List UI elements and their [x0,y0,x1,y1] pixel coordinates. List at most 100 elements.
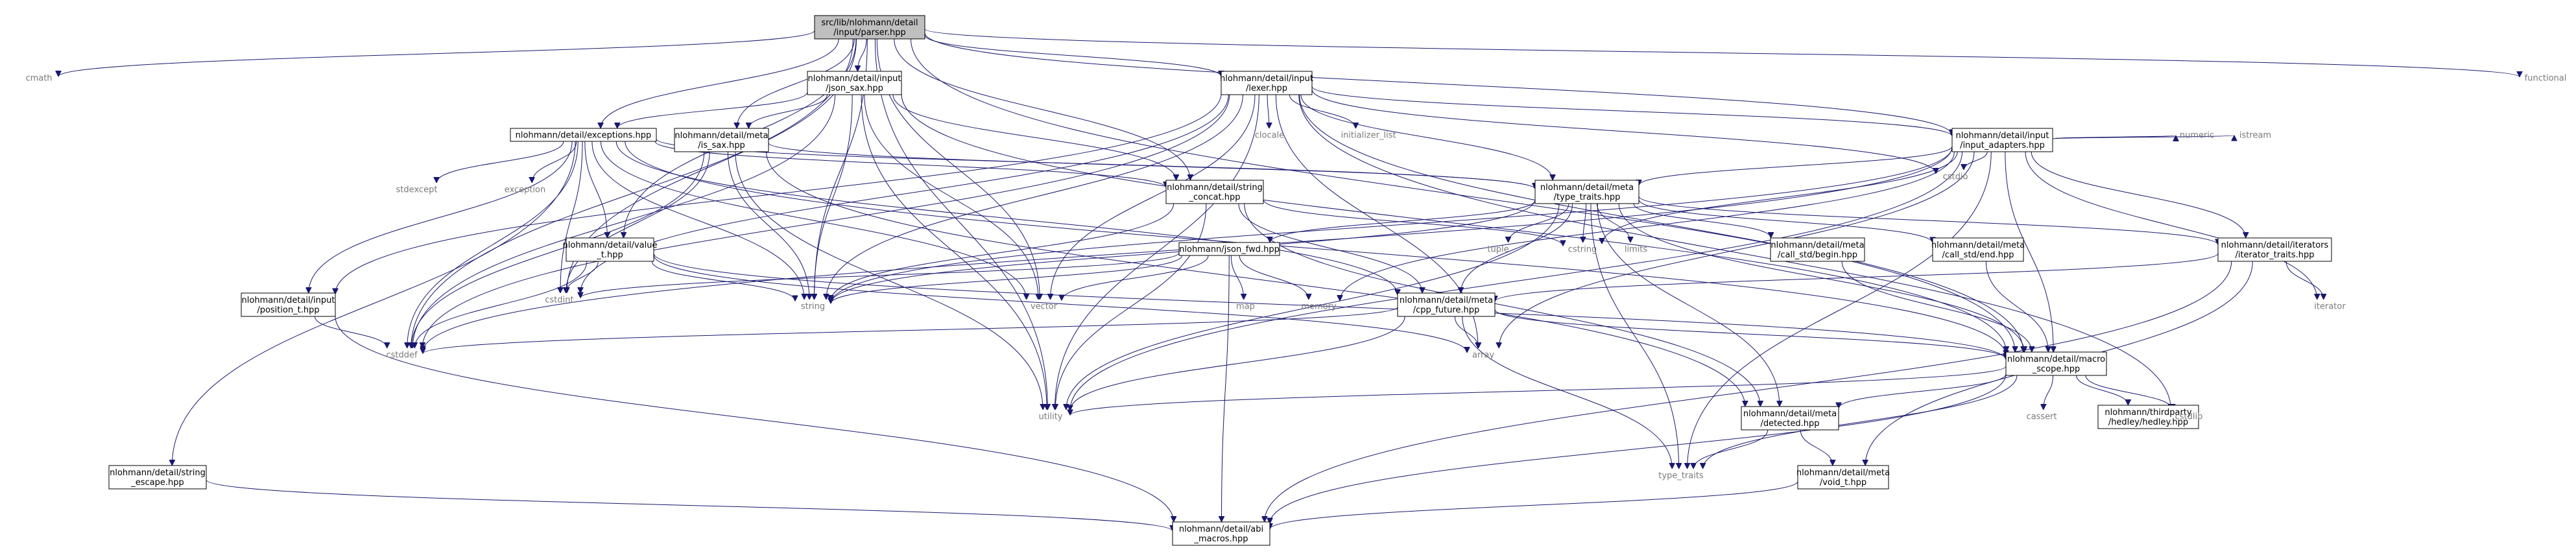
node-iterator_traits[interactable]: nlohmann/detail/iterators/iterator_trait… [2217,237,2332,262]
edge-lexer-to-vector [1050,94,1256,300]
node-label-line: initializer_list [1341,131,1396,141]
node-value_t[interactable]: nlohmann/detail/value_t.hpp [563,237,658,262]
node-label-line: array [1472,351,1494,360]
node-label-line: nlohmann/detail/meta [1931,241,2025,250]
node-void_t[interactable]: nlohmann/detail/meta/void_t.hpp [1796,465,1890,490]
edge-lexer-to-type_traits_hpp [1300,94,1553,180]
node-string_escape[interactable]: nlohmann/detail/string_escape.hpp [108,465,207,490]
node-cstddef: cstddef [386,351,418,360]
node-box [1797,465,1889,490]
edge-cpp_future-to-type_traits [1462,316,1672,469]
node-label-line: map [1236,302,1255,312]
edge-macro_scope-to-hedley [2076,375,2129,406]
node-numeric: numeric [2180,131,2214,141]
edge-parser-to-cmath [58,30,815,77]
node-detected[interactable]: nlohmann/detail/meta/detected.hpp [1741,406,1839,431]
node-label-line: tuple [1487,245,1509,255]
node-label-line: /type_traits.hpp [1554,193,1621,202]
edge-input_adapters-to-type_traits [1688,151,1992,469]
node-string_concat[interactable]: nlohmann/detail/string_concat.hpp [1165,180,1264,204]
node-label-line: nlohmann/detail/input [1220,74,1313,84]
node-clocale: clocale [1255,131,1284,141]
node-label-line: string [801,302,825,312]
node-lexer[interactable]: nlohmann/detail/input/lexer.hpp [1220,71,1313,95]
edge-input_adapters-to-numeric [2052,135,2176,139]
edge-type_traits_hpp-to-type_traits [1590,203,1679,469]
edge-parser-to-is_sax [737,38,855,128]
node-parser[interactable]: src/lib/nlohmann/detail/input/parser.hpp [814,15,925,40]
edge-json_sax-to-is_sax [748,94,828,129]
edge-iterator_traits-to-abi_macros [1265,261,2232,522]
edge-parser-to-lexer [924,34,1221,77]
edge-void_t-to-abi_macros [1270,481,1798,530]
edge-string_concat-to-utility [1055,203,1207,410]
edge-input_adapters-to-string [831,147,1953,303]
edge-json_fwd-to-string [831,255,1183,304]
node-abi_macros[interactable]: nlohmann/detail/abi_macros.hpp [1172,521,1270,546]
edge-is_sax-to-type_traits_hpp [768,142,1535,189]
node-call_std_end[interactable]: nlohmann/detail/meta/call_std/end.hpp [1931,237,2025,262]
node-label-line: cstdlib [2175,412,2203,422]
edge-lexer-to-macro_scope [1299,94,2023,352]
node-label-line: nlohmann/detail/value [563,241,658,250]
edge-string_escape-to-abi_macros [206,479,1173,532]
edge-exceptions-to-vector [600,141,1026,300]
node-label-line: nlohmann/thirdparty [2105,408,2192,418]
edge-lexer-to-cstddef [422,94,1230,348]
edge-is_sax-to-string [727,151,809,300]
edge-input_adapters-to-cstring [1602,151,1958,244]
node-label-line: numeric [2180,131,2214,141]
node-is_sax[interactable]: nlohmann/detail/meta/is_sax.hpp [674,128,769,152]
edge-json_fwd-to-cstdint [580,252,1180,298]
node-label-line: nlohmann/detail/iterators [2221,241,2329,250]
edge-json_sax-to-utility [861,94,1047,410]
node-string: string [801,302,825,312]
edge-type_traits_hpp-to-limits [1596,203,1630,242]
node-label-line: src/lib/nlohmann/detail [821,18,918,28]
node-type_traits: type_traits [1658,471,1704,481]
node-json_sax[interactable]: nlohmann/detail/input/json_sax.hpp [807,71,902,95]
edge-exceptions-to-cstddef [407,141,578,348]
edge-exceptions-to-position_t [309,141,573,293]
node-type_traits_hpp[interactable]: nlohmann/detail/meta/type_traits.hpp [1534,180,1640,204]
edge-input_adapters-to-iterator_traits [2031,151,2246,238]
node-cpp_future[interactable]: nlohmann/detail/meta/cpp_future.hpp [1397,292,1496,317]
edge-position_t-to-abi_macros [335,316,1174,522]
node-exceptions[interactable]: nlohmann/detail/exceptions.hpp [510,128,657,142]
edge-value_t-to-macro_scope [653,253,2006,360]
node-box [241,292,336,317]
node-input_adapters[interactable]: nlohmann/detail/input/input_adapters.hpp [1951,128,2053,152]
node-box [1172,521,1270,546]
edge-macro_scope-to-detected [1839,373,2007,408]
edge-type_traits_hpp-to-utility [1066,203,1560,410]
node-label-line: _scope.hpp [2032,364,2081,374]
node-box [2217,237,2332,262]
edge-exceptions-to-cstdint [560,141,583,293]
node-limits: limits [1625,245,1648,255]
node-utility: utility [1039,412,1063,422]
node-label-line: cstring [1568,245,1597,255]
edge-type_traits_hpp-to-cpp_future [1461,203,1573,293]
edge-value_t-to-string [651,261,795,301]
node-box [1932,237,2024,262]
node-hedley[interactable]: nlohmann/thirdparty/hedley/hedley.hpp [2097,405,2199,429]
node-iterator: iterator [2314,302,2346,312]
node-box [807,71,902,95]
node-vector: vector [1031,302,1058,312]
node-macro_scope[interactable]: nlohmann/detail/macro_scope.hpp [2005,351,2107,376]
node-label-line: nlohmann/json_fwd.hpp [1179,245,1280,255]
node-box [510,128,657,142]
node-json_fwd[interactable]: nlohmann/json_fwd.hpp [1178,242,1280,256]
node-label-line: /hedley/hedley.hpp [2108,418,2188,427]
node-call_std_begin[interactable]: nlohmann/detail/meta/call_std/begin.hpp [1770,237,1865,262]
node-label-line: cassert [2026,412,2057,422]
node-label-line: /is_sax.hpp [698,141,745,150]
node-label-line: istream [2239,131,2271,141]
node-label-line: nlohmann/detail/macro [2007,355,2105,364]
edge-exceptions-to-value_t [584,141,608,238]
edge-value_t-to-cstddef [414,261,588,348]
node-position_t[interactable]: nlohmann/detail/input/position_t.hpp [241,292,336,317]
edge-lexer-to-utility [1055,94,1259,410]
edge-exceptions-to-macro_scope [625,141,2006,356]
